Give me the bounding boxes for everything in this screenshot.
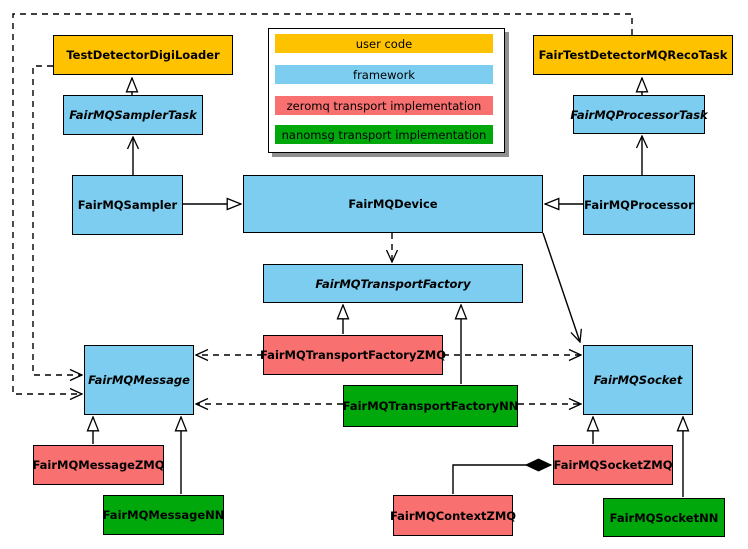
node-label: FairMQMessageZMQ [32, 458, 165, 472]
node-label: FairMQSocket [593, 373, 683, 387]
legend-label: zeromq transport implementation [286, 98, 482, 113]
node-label: FairMQTransportFactoryNN [342, 399, 519, 413]
node-fairmqmessagenn: FairMQMessageNN [103, 495, 224, 535]
node-label: FairMQMessageNN [102, 508, 225, 522]
node-fairmqmessagezmq: FairMQMessageZMQ [32, 445, 165, 485]
edge-device-to-socket [542, 232, 580, 342]
node-testdetectordigiloader: TestDetectorDigiLoader [53, 35, 233, 75]
node-fairmqsocket: FairMQSocket [583, 345, 693, 415]
node-fairmqtransportfactorynn: FairMQTransportFactoryNN [343, 385, 518, 427]
edge-contextzmq-to-socketzmq [452, 465, 551, 494]
legend-swatch-zeromq: zeromq transport implementation [275, 96, 493, 115]
legend-label: nanomsg transport implementation [281, 127, 487, 142]
node-label: FairMQProcessorTask [570, 107, 708, 122]
node-fairmqsamplertask: FairMQSamplerTask [63, 95, 203, 135]
node-label: FairMQSocketZMQ [553, 458, 673, 472]
node-label: FairMQContextZMQ [389, 508, 517, 523]
node-fairmqprocessortask: FairMQProcessorTask [570, 95, 708, 134]
node-label: FairMQTransportFactory [315, 276, 471, 291]
node-fairmqcontextzmq: FairMQContextZMQ [389, 495, 517, 536]
node-label: FairMQTransportFactoryZMQ [260, 348, 447, 362]
node-fairmqsampler: FairMQSampler [72, 175, 183, 235]
legend-swatch-user-code: user code [275, 34, 493, 53]
node-fairmqtransportfactoryzmq: FairMQTransportFactoryZMQ [260, 335, 447, 375]
node-label: TestDetectorDigiLoader [66, 48, 220, 62]
node-label: FairMQSamplerTask [69, 108, 197, 122]
node-fairmqsocketnn: FairMQSocketNN [603, 498, 725, 537]
node-fairmqsocketzmq: FairMQSocketZMQ [553, 445, 673, 485]
node-label: FairMQSocketNN [609, 510, 719, 525]
node-fairmqmessage: FairMQMessage [84, 345, 194, 415]
node-label: FairMQDevice [348, 197, 438, 211]
legend-swatch-framework: framework [275, 65, 493, 84]
node-fairmqprocessor: FairMQProcessor [583, 175, 695, 235]
legend-label: framework [353, 67, 415, 82]
node-fairmqtransportfactory: FairMQTransportFactory [263, 264, 523, 303]
node-label: FairMQProcessor [584, 198, 694, 212]
node-label: FairMQMessage [88, 373, 190, 387]
legend: user code framework zeromq transport imp… [268, 28, 505, 153]
node-label: FairMQSampler [77, 198, 178, 212]
node-label: FairTestDetectorMQRecoTask [538, 48, 728, 62]
legend-swatch-nanomsg: nanomsg transport implementation [275, 125, 493, 144]
legend-label: user code [355, 36, 413, 51]
node-fairmqdevice: FairMQDevice [243, 175, 543, 233]
edge-digiloader-to-message [32, 65, 82, 375]
node-fairtestdetectormqrecotask: FairTestDetectorMQRecoTask [533, 35, 733, 75]
edge-recotask-to-message [12, 13, 633, 394]
